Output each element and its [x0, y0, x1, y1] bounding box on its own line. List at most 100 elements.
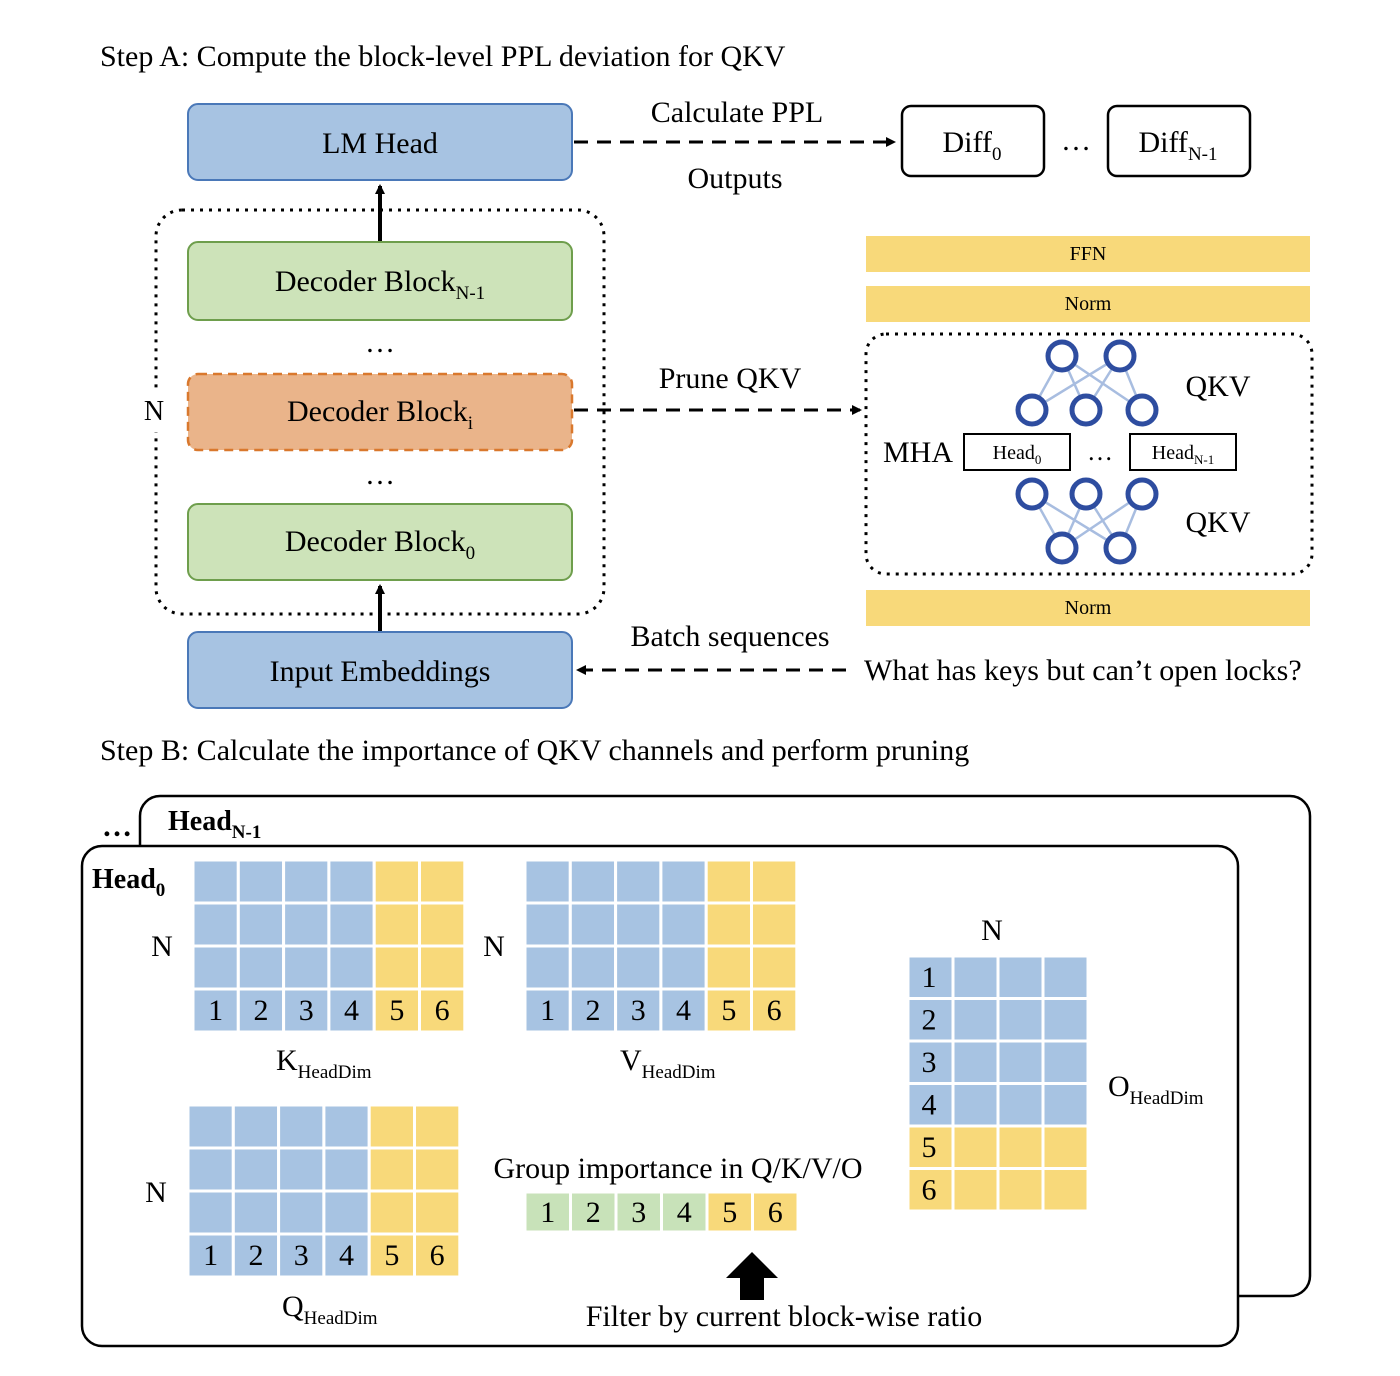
- v-matrix-caption: VHeadDim: [620, 1044, 716, 1083]
- n-label-gap: [142, 392, 170, 432]
- k-matrix-cell: [418, 901, 467, 948]
- decoder-block-top: [187, 241, 573, 321]
- lm-head-label: LM Head: [322, 127, 438, 160]
- v-matrix-cell: [659, 858, 708, 905]
- head-ellipsis: …: [1087, 437, 1113, 466]
- o-matrix-cell: [906, 1082, 955, 1128]
- k-matrix-cell: [236, 944, 286, 991]
- k-matrix-cell: [372, 987, 422, 1034]
- q-matrix-cell: [231, 1146, 281, 1193]
- k-matrix-cell: [282, 901, 331, 948]
- k-matrix-cell: [282, 858, 331, 905]
- ellipsis-upper: …: [365, 326, 395, 359]
- q-matrix-cell: [277, 1103, 326, 1150]
- q-matrix-cell: [186, 1189, 235, 1236]
- group-importance-cell: [523, 1190, 572, 1234]
- q-matrix-col-label: 1: [203, 1239, 218, 1272]
- o-matrix-cell: [996, 1167, 1045, 1213]
- q-matrix-cell: [367, 1103, 417, 1150]
- k-matrix-cell: [418, 987, 467, 1034]
- o-matrix-row-label: 5: [922, 1131, 937, 1164]
- group-importance-cell: [751, 1190, 800, 1234]
- norm-top-bar: [866, 286, 1310, 322]
- step-a-title: Step A: Compute the block-level PPL devi…: [100, 40, 786, 73]
- k-matrix-cell: [236, 901, 286, 948]
- k-matrix-cell: [418, 944, 467, 991]
- v-matrix-cell: [704, 858, 754, 905]
- filter-arrow-icon: [726, 1252, 778, 1300]
- k-matrix-col-label: 5: [389, 994, 404, 1027]
- q-matrix-cell: [231, 1103, 281, 1150]
- q-matrix-cell: [367, 1189, 417, 1236]
- decoder-block-mid: [186, 372, 574, 452]
- o-matrix-cell: [1041, 954, 1090, 1000]
- q-matrix-cell: [367, 1146, 417, 1193]
- o-matrix-cell: [996, 997, 1045, 1043]
- qkv-bottom-label: QKV: [1186, 506, 1251, 539]
- k-matrix-col-label: 1: [208, 994, 223, 1027]
- k-matrix-cell: [282, 944, 331, 991]
- diff-n-label: DiffN-1: [1138, 126, 1217, 165]
- o-matrix-cell: [996, 1124, 1045, 1170]
- v-matrix-cell: [750, 901, 799, 948]
- k-matrix-cell: [327, 858, 376, 905]
- q-matrix-cell: [186, 1146, 235, 1193]
- lm-head-box: [187, 103, 573, 181]
- v-matrix-cell: [750, 987, 799, 1034]
- o-matrix-cell: [951, 1039, 1000, 1085]
- k-matrix-cell: [327, 944, 376, 991]
- v-matrix-col-label: 6: [767, 994, 782, 1027]
- o-matrix-row-label: 4: [922, 1089, 937, 1122]
- q-matrix-cell: [277, 1146, 326, 1193]
- q-matrix-row-label: N: [145, 1176, 167, 1209]
- k-matrix-col-label: 3: [299, 994, 314, 1027]
- group-importance-cell-label: 5: [722, 1196, 737, 1229]
- ffn-label: FFN: [1070, 243, 1107, 265]
- k-matrix-cell: [372, 858, 422, 905]
- v-matrix-cell: [568, 858, 618, 905]
- group-importance-cell-label: 3: [631, 1196, 646, 1229]
- diff-0-box: [900, 104, 1046, 178]
- decoder-block-bottom: [187, 503, 573, 581]
- v-matrix-cell: [704, 944, 754, 991]
- network-node-icon: [1015, 393, 1049, 427]
- group-importance-cell-label: 1: [540, 1196, 555, 1229]
- q-matrix-cell: [277, 1232, 326, 1279]
- question-text: What has keys but can’t open locks?: [864, 654, 1302, 687]
- network-node-icon: [1103, 531, 1137, 565]
- q-matrix-cell: [231, 1189, 281, 1236]
- o-matrix-row-label: 2: [922, 1004, 937, 1037]
- network-node-icon: [1069, 477, 1103, 511]
- q-matrix-cell: [322, 1189, 371, 1236]
- k-matrix-cell: [191, 987, 240, 1034]
- q-matrix-caption: QHeadDim: [282, 1290, 378, 1329]
- v-matrix-col-label: 4: [676, 994, 691, 1027]
- group-importance-cell-label: 6: [768, 1196, 783, 1229]
- k-matrix-caption: KHeadDim: [276, 1044, 372, 1083]
- q-matrix-col-label: 6: [430, 1239, 445, 1272]
- o-matrix-col-label: N: [981, 914, 1003, 947]
- input-embeddings-box: [187, 631, 573, 709]
- ellipsis-lower: …: [365, 458, 395, 491]
- o-matrix-cell: [1041, 1124, 1090, 1170]
- norm-bottom-label: Norm: [1065, 597, 1112, 619]
- o-matrix-cell: [1041, 997, 1090, 1043]
- network-node-icon: [1125, 393, 1159, 427]
- v-matrix-cell: [659, 901, 708, 948]
- o-matrix-cell: [1041, 1167, 1090, 1213]
- k-matrix-cell: [327, 901, 376, 948]
- v-matrix-cell: [750, 858, 799, 905]
- head-0-box: [963, 433, 1071, 471]
- v-matrix-col-label: 3: [631, 994, 646, 1027]
- input-embeddings-label: Input Embeddings: [270, 655, 491, 688]
- decoder-block-bottom-label: Decoder Block0: [285, 525, 475, 564]
- diff-n-box: [1106, 104, 1252, 178]
- head-0-label: Head0: [993, 442, 1042, 467]
- q-matrix-cell: [322, 1146, 371, 1193]
- v-matrix-cell: [614, 901, 663, 948]
- decoder-block-top-label: Decoder BlockN-1: [275, 265, 485, 304]
- k-matrix-col-label: 6: [435, 994, 450, 1027]
